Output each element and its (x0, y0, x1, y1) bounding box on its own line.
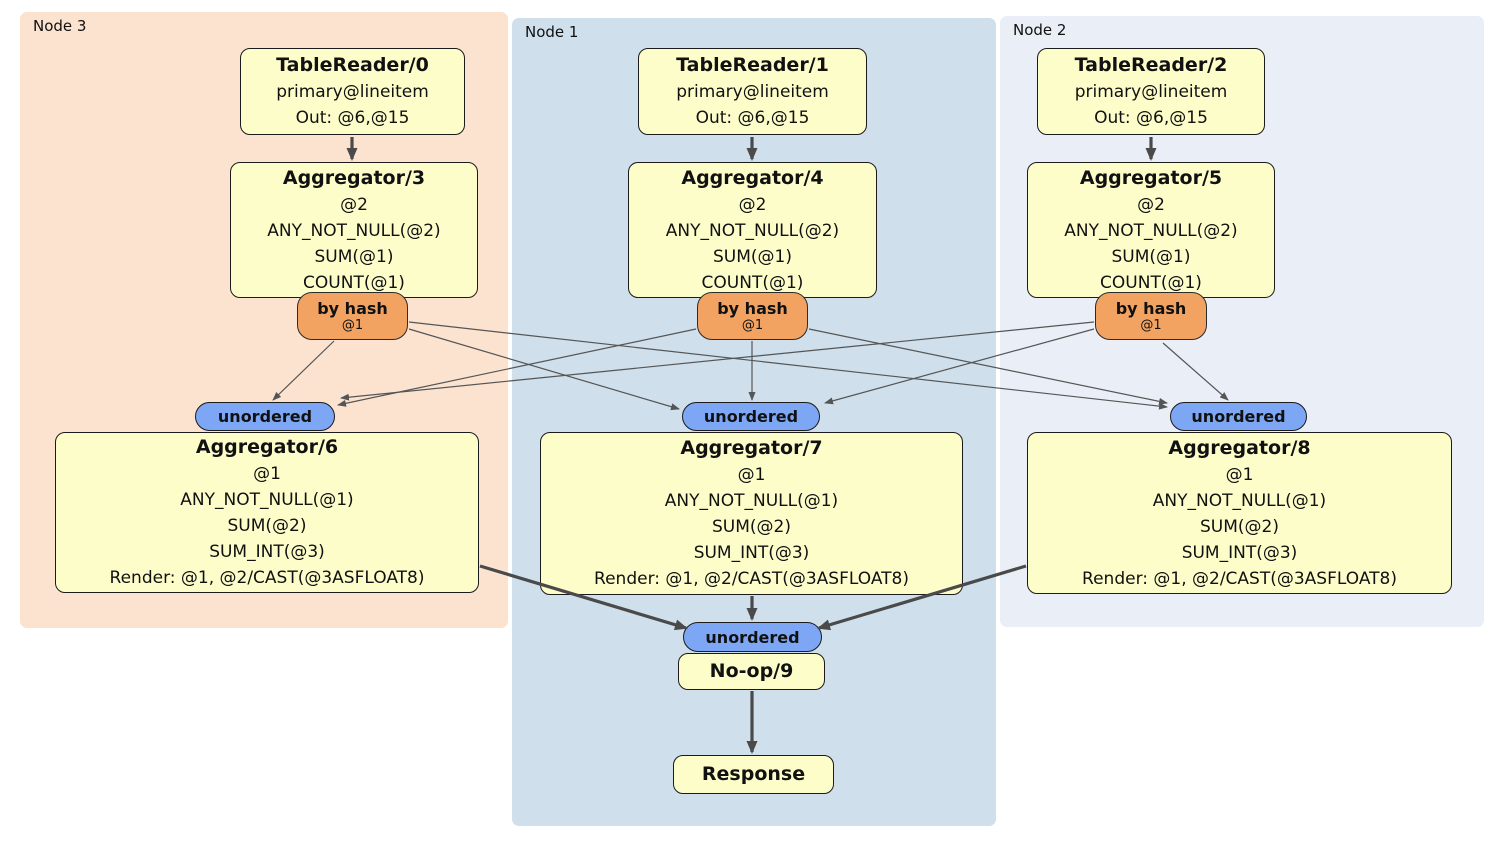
sync-unordered-final: unordered (683, 622, 822, 652)
sync-label: unordered (705, 627, 800, 647)
processor-detail: SUM(@2) (712, 517, 791, 537)
region-node2-label: Node 2 (1013, 21, 1067, 39)
processor-aggregator-3: Aggregator/3 @2 ANY_NOT_NULL(@2) SUM(@1)… (230, 162, 478, 298)
processor-aggregator-4: Aggregator/4 @2 ANY_NOT_NULL(@2) SUM(@1)… (628, 162, 877, 298)
processor-detail: SUM(@1) (713, 246, 792, 267)
processor-detail: @1 (253, 464, 281, 484)
processor-tablereader-0: TableReader/0 primary@lineitem Out: @6,@… (240, 48, 465, 135)
router-title: by hash (717, 298, 788, 318)
processor-aggregator-5: Aggregator/5 @2 ANY_NOT_NULL(@2) SUM(@1)… (1027, 162, 1275, 298)
sync-label: unordered (703, 407, 799, 426)
processor-detail: ANY_NOT_NULL(@1) (1152, 490, 1327, 511)
processor-detail: ANY_NOT_NULL(@1) (180, 490, 354, 510)
processor-title: TableReader/1 (676, 54, 829, 76)
processor-detail: ANY_NOT_NULL(@1) (664, 491, 839, 511)
processor-detail: SUM(@1) (1111, 246, 1191, 267)
router-by-hash-node3: by hash @1 (297, 292, 408, 340)
processor-tablereader-1: TableReader/1 primary@lineitem Out: @6,@… (638, 48, 867, 135)
processor-detail: Out: @6,@15 (695, 108, 810, 128)
processor-title: Response (701, 763, 806, 785)
processor-detail: ANY_NOT_NULL(@2) (267, 220, 441, 241)
processor-detail: @1 (737, 465, 766, 485)
router-columns: @1 (1140, 317, 1162, 333)
processor-title: No-op/9 (709, 660, 794, 682)
processor-aggregator-6: Aggregator/6 @1 ANY_NOT_NULL(@1) SUM(@2)… (55, 432, 479, 593)
processor-detail: SUM_INT(@3) (1181, 542, 1298, 563)
processor-detail: primary@lineitem (276, 82, 429, 102)
router-columns: @1 (741, 317, 764, 333)
processor-title: TableReader/2 (1074, 54, 1228, 76)
processor-detail: SUM(@2) (1200, 516, 1279, 537)
processor-detail: COUNT(@1) (701, 272, 804, 293)
processor-detail: @2 (340, 194, 368, 215)
processor-detail: Out: @6,@15 (295, 108, 410, 128)
processor-aggregator-8: Aggregator/8 @1 ANY_NOT_NULL(@1) SUM(@2)… (1027, 432, 1452, 594)
sync-unordered-node3: unordered (195, 402, 335, 431)
processor-detail: SUM(@2) (227, 516, 307, 536)
processor-title: Aggregator/7 (680, 437, 823, 459)
sync-label: unordered (1191, 407, 1286, 426)
sync-label: unordered (217, 407, 313, 426)
router-by-hash-node1: by hash @1 (697, 292, 808, 340)
processor-detail: Out: @6,@15 (1094, 108, 1208, 128)
processor-detail: @2 (1137, 194, 1165, 215)
router-title: by hash (1115, 298, 1187, 318)
processor-detail: @1 (1225, 464, 1254, 485)
processor-detail: Render: @1, @2/CAST(@3ASFLOAT8) (594, 569, 909, 589)
router-by-hash-node2: by hash @1 (1095, 292, 1207, 340)
processor-detail: SUM_INT(@3) (693, 543, 810, 563)
router-title: by hash (317, 298, 388, 318)
processor-title: Aggregator/6 (195, 436, 339, 458)
processor-title: Aggregator/5 (1079, 166, 1223, 189)
region-node3-label: Node 3 (33, 17, 87, 35)
processor-title: Aggregator/3 (282, 166, 426, 189)
processor-aggregator-7: Aggregator/7 @1 ANY_NOT_NULL(@1) SUM(@2)… (540, 432, 963, 595)
processor-detail: ANY_NOT_NULL(@2) (1064, 220, 1238, 241)
processor-tablereader-2: TableReader/2 primary@lineitem Out: @6,@… (1037, 48, 1265, 135)
processor-title: Aggregator/8 (1168, 436, 1311, 459)
processor-detail: SUM_INT(@3) (209, 542, 325, 562)
router-columns: @1 (341, 317, 364, 333)
processor-title: TableReader/0 (276, 54, 429, 76)
processor-response: Response (673, 755, 834, 794)
processor-noop-9: No-op/9 (678, 653, 825, 690)
processor-detail: COUNT(@1) (303, 272, 405, 293)
processor-detail: primary@lineitem (676, 82, 829, 102)
sync-unordered-node2: unordered (1170, 402, 1307, 431)
processor-detail: @2 (738, 194, 767, 215)
processor-detail: ANY_NOT_NULL(@2) (665, 220, 840, 241)
processor-detail: COUNT(@1) (1100, 272, 1202, 293)
processor-detail: primary@lineitem (1074, 82, 1228, 102)
processor-detail: SUM(@1) (314, 246, 394, 267)
sync-unordered-node1: unordered (682, 402, 820, 431)
processor-detail: Render: @1, @2/CAST(@3ASFLOAT8) (109, 568, 425, 588)
processor-detail: Render: @1, @2/CAST(@3ASFLOAT8) (1082, 568, 1397, 589)
processor-title: Aggregator/4 (681, 166, 824, 189)
region-node1-label: Node 1 (525, 23, 579, 41)
